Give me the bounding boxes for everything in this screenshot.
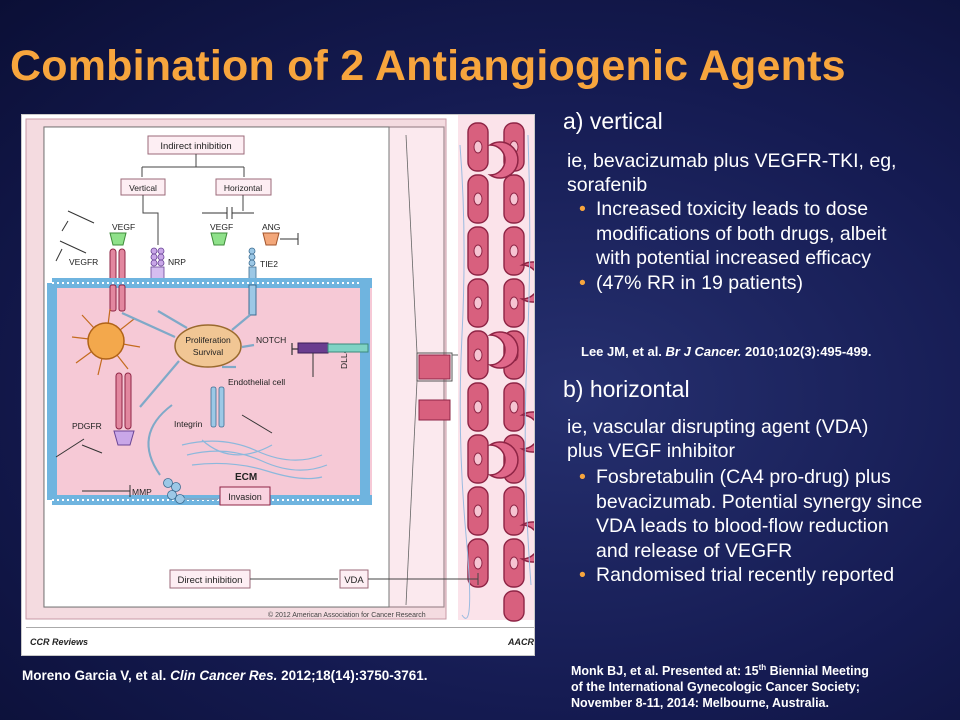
label-horizontal: Horizontal — [224, 183, 262, 193]
label-vegfr: VEGFR — [69, 257, 98, 267]
label-direct-inhibition: Direct inhibition — [178, 575, 243, 586]
label-copyright: © 2012 American Association for Cancer R… — [268, 611, 426, 619]
aacr-logo: AACR — [507, 637, 534, 647]
citation-monk: Monk BJ, et al. Presented at: 15th Bienn… — [571, 663, 869, 711]
citation-moreno-details: 2012;18(14):3750-3761. — [281, 668, 428, 683]
section-a-bullet-1: •Increased toxicity leads to dose modifi… — [579, 198, 887, 269]
section-b-bullet-1: •Fosbretabulin (CA4 pro-drug) plus bevac… — [579, 466, 923, 562]
label-nrp: NRP — [168, 257, 186, 267]
label-indirect-inhibition: Indirect inhibition — [160, 141, 231, 152]
section-b: b) horizontal — [563, 376, 953, 403]
label-notch: NOTCH — [256, 335, 286, 345]
angiogenesis-figure: Indirect inhibition Vertical Horizontal … — [22, 115, 534, 655]
bullet-marker: • — [579, 198, 586, 220]
section-b-heading: b) horizontal — [563, 376, 690, 402]
label-tie2: TIE2 — [260, 259, 278, 269]
slide-title: Combination of 2 Antiangiogenic Agents — [10, 42, 846, 90]
label-ang: ANG — [262, 222, 280, 232]
label-mmp: MMP — [132, 487, 152, 497]
label-ecm: ECM — [235, 472, 257, 483]
bullet-marker: • — [579, 466, 586, 488]
section-b-intro: ie, vascular disrupting agent (VDA) plus… — [567, 416, 869, 462]
section-a-bullet-2: •(47% RR in 19 patients) — [579, 271, 804, 294]
section-a-heading: a) vertical — [563, 108, 663, 134]
section-b-bullet-2: •Randomised trial recently reported — [579, 564, 895, 586]
label-pdgfr: PDGFR — [72, 421, 102, 431]
bullet-marker: • — [579, 271, 586, 294]
label-endothelial-cell: Endothelial cell — [228, 377, 285, 387]
label-integrin: Integrin — [174, 419, 203, 429]
label-vegf-right: VEGF — [210, 222, 233, 232]
label-vertical: Vertical — [129, 183, 157, 193]
section-a-bullets: •Increased toxicity leads to dose modifi… — [563, 197, 893, 295]
section-a-intro: ie, bevacizumab plus VEGFR-TKI, eg, sora… — [567, 150, 897, 196]
citation-moreno-journal: Clin Cancer Res. — [170, 668, 278, 683]
section-b-bullets: •Fosbretabulin (CA4 pro-drug) plus bevac… — [563, 465, 923, 588]
citation-moreno: Moreno Garcia V, et al. Clin Cancer Res.… — [22, 668, 428, 683]
label-ccr-reviews: CCR Reviews — [30, 637, 88, 647]
citation-lee: Lee JM, et al. Br J Cancer. 2010;102(3):… — [581, 344, 872, 359]
citation-moreno-authors: Moreno Garcia V, et al. — [22, 668, 167, 683]
label-proliferation: Proliferation — [185, 335, 231, 345]
section-a: a) vertical — [563, 108, 953, 135]
label-invasion: Invasion — [228, 492, 262, 502]
bullet-marker: • — [579, 564, 586, 586]
label-dll4: DLL4 — [339, 348, 349, 369]
label-survival: Survival — [193, 347, 223, 357]
label-vegf-left: VEGF — [112, 222, 135, 232]
label-vda: VDA — [344, 575, 364, 586]
